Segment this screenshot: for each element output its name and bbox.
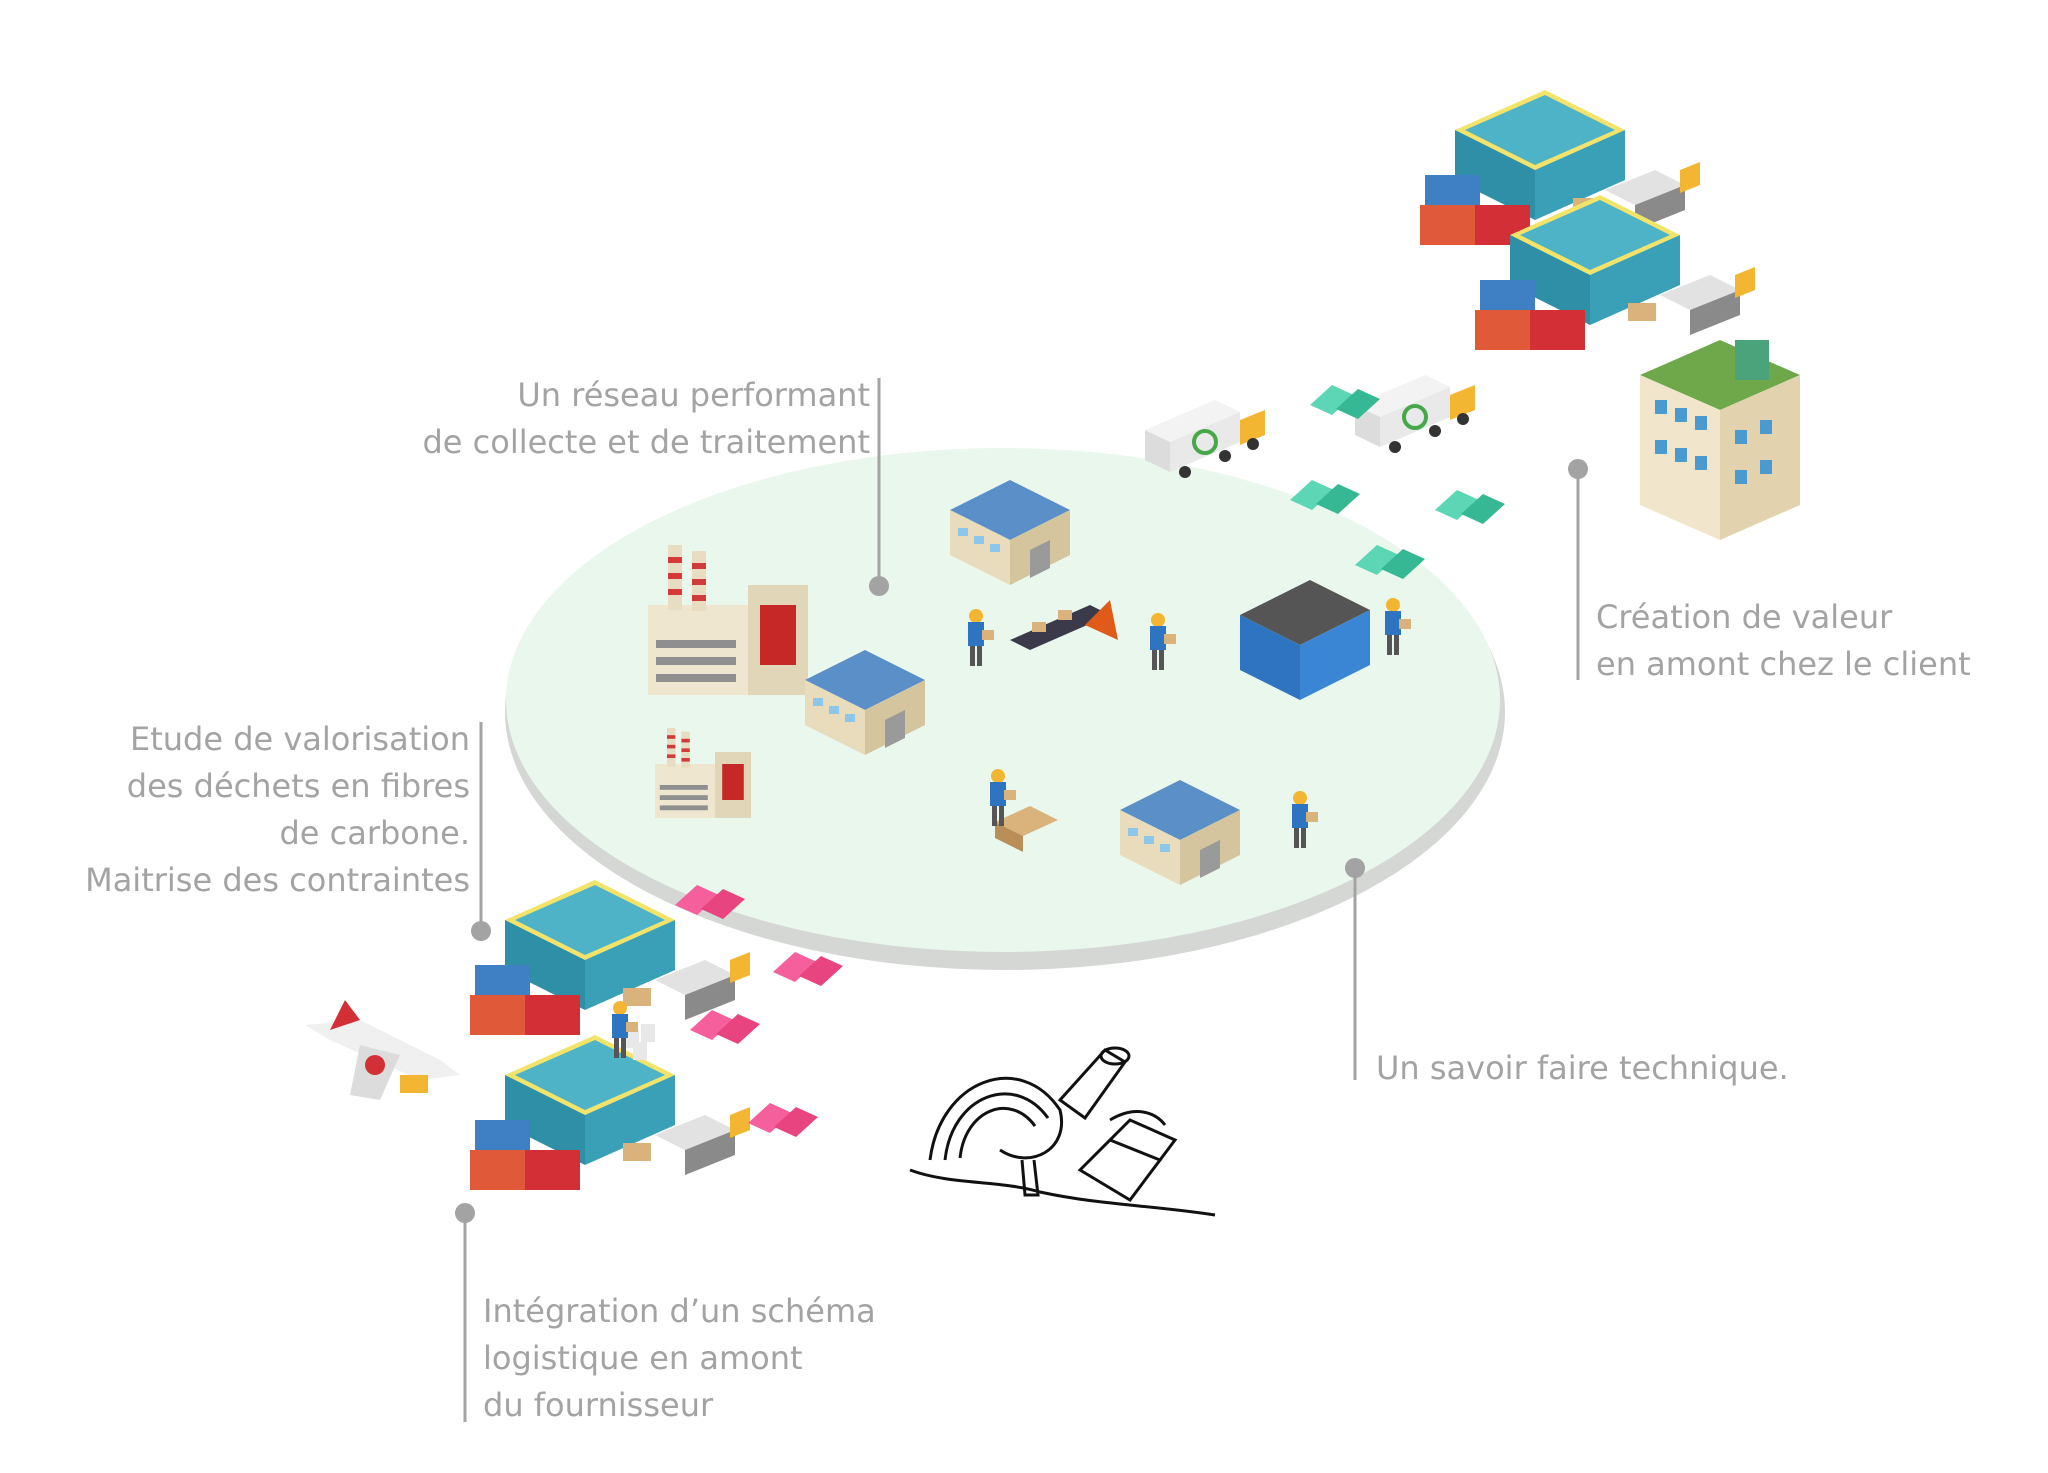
label-study: Etude de valorisation des déchets en fib… bbox=[85, 720, 470, 899]
green-arrow-icon bbox=[1435, 490, 1505, 524]
industrial-complex-icon bbox=[470, 1035, 750, 1190]
central-platform bbox=[506, 448, 1500, 952]
connector-dot bbox=[869, 576, 889, 596]
conveyor-icon bbox=[1010, 600, 1118, 650]
pink-arrow-icon bbox=[748, 1103, 818, 1137]
pink-arrow-icon bbox=[773, 952, 843, 986]
recycling-truck-icon bbox=[1353, 373, 1477, 455]
label-value-creation: Création de valeur en amont chez le clie… bbox=[1596, 598, 1971, 683]
label-know-how: Un savoir faire technique. bbox=[1376, 1049, 1789, 1087]
barrels-icon bbox=[625, 1024, 655, 1060]
pallet-icon bbox=[995, 806, 1058, 852]
connector-dot bbox=[471, 921, 491, 941]
office-building-icon bbox=[1640, 340, 1800, 540]
connector-dot bbox=[455, 1203, 475, 1223]
airplane-icon bbox=[305, 1000, 460, 1100]
label-logistics: Intégration d’un schéma logistique en am… bbox=[483, 1292, 876, 1424]
label-network: Un réseau performant de collecte et de t… bbox=[422, 376, 870, 461]
pink-arrow-icon bbox=[690, 1010, 760, 1044]
recycling-truck-icon bbox=[1143, 398, 1267, 480]
waste-sketch-icon bbox=[909, 1046, 1216, 1217]
connector-dot bbox=[1568, 459, 1588, 479]
connector-dot bbox=[1345, 858, 1365, 878]
warehouse-icon bbox=[1240, 580, 1370, 700]
